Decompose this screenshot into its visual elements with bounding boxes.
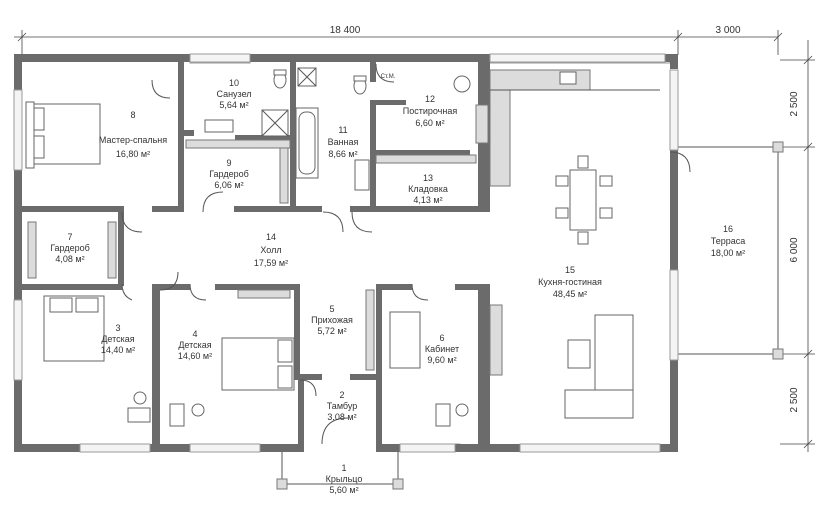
room-number: 14	[266, 232, 276, 242]
room-number: 7	[67, 232, 72, 242]
dim-right-bottom: 2 500	[789, 387, 800, 412]
room-number: 16	[723, 224, 733, 234]
room-area: 16,80 м²	[116, 149, 150, 159]
room-name: Кабинет	[425, 344, 459, 354]
room-name: Детская	[101, 334, 134, 344]
room-number: 8	[130, 110, 135, 120]
room-area: 5,64 м²	[219, 100, 248, 110]
room-name: Терраса	[711, 236, 746, 246]
room-number: 6	[439, 333, 444, 343]
room-name: Прихожая	[311, 315, 353, 325]
room-area: 6,06 м²	[214, 180, 243, 190]
room-number: 1	[341, 463, 346, 473]
room-name: Мастер-спальня	[99, 135, 167, 145]
room-name: Санузел	[216, 89, 251, 99]
room-area: 4,13 м²	[413, 195, 442, 205]
doors	[121, 63, 691, 445]
room-area: 48,45 м²	[553, 289, 587, 299]
room-number: 13	[423, 173, 433, 183]
room-labels: 1 Крыльцо 5,60 м² 2 Тамбур 3,08 м² 3 Дет…	[50, 78, 745, 495]
terrace-posts	[678, 141, 784, 360]
dimension-lines	[14, 30, 815, 452]
room-area: 14,60 м²	[178, 351, 212, 361]
dim-top-total: 18 400	[330, 25, 361, 36]
room-area: 4,08 м²	[55, 254, 84, 264]
porch	[276, 444, 404, 490]
room-name: Крыльцо	[326, 474, 363, 484]
room-area: 18,00 м²	[711, 248, 745, 258]
room-area: 5,72 м²	[317, 326, 346, 336]
room-number: 9	[226, 158, 231, 168]
room-number: 2	[339, 390, 344, 400]
dim-right-top: 2 500	[789, 91, 800, 116]
room-number: 5	[329, 304, 334, 314]
walls	[13, 53, 679, 453]
room-name: Кладовка	[408, 184, 448, 194]
room-area: 8,66 м²	[328, 149, 357, 159]
room-name: Холл	[260, 245, 281, 255]
room-name: Постирочная	[403, 106, 458, 116]
room-number: 10	[229, 78, 239, 88]
room-name: Гардероб	[50, 243, 90, 253]
room-area: 14,40 м²	[101, 345, 135, 355]
room-name: Кухня-гостиная	[538, 277, 602, 287]
dim-top-terrace: 3 000	[715, 25, 740, 36]
closet-label: Ст.М.	[381, 74, 396, 80]
room-name: Тамбур	[327, 401, 358, 411]
room-number: 11	[338, 125, 347, 135]
room-area: 3,08 м²	[327, 412, 356, 422]
room-name: Детская	[178, 340, 211, 350]
room-number: 12	[425, 94, 435, 104]
room-number: 4	[192, 329, 197, 339]
room-area: 5,60 м²	[329, 485, 358, 495]
dim-right-mid: 6 000	[789, 237, 800, 262]
room-name: Гардероб	[209, 169, 249, 179]
room-area: 9,60 м²	[427, 355, 456, 365]
room-number: 15	[565, 265, 575, 275]
room-number: 3	[115, 323, 120, 333]
room-area: 6,60 м²	[415, 118, 444, 128]
room-area: 17,59 м²	[254, 258, 288, 268]
furniture	[25, 67, 660, 427]
room-name: Ванная	[328, 137, 359, 147]
